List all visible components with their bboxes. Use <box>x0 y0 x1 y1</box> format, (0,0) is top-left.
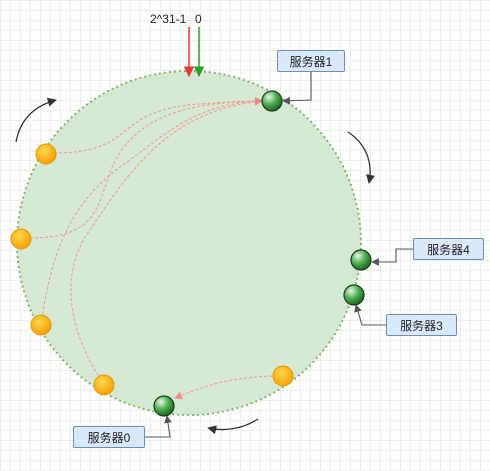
server-node-0 <box>153 395 175 417</box>
clockwise-arrow-top-left <box>15 97 57 143</box>
key-node-5 <box>272 365 294 387</box>
server-4-connector <box>371 248 413 266</box>
server-label-4: 服务器4 <box>413 238 484 260</box>
clockwise-arrow-right <box>347 131 375 184</box>
key-node-3 <box>30 314 52 336</box>
server-label-0: 服务器0 <box>73 426 145 448</box>
mapping-curve-key-4 <box>70 97 263 385</box>
mapping-curve-key-5 <box>174 375 273 400</box>
key-node-4 <box>93 374 115 396</box>
server-node-3 <box>343 284 365 306</box>
key-node-2 <box>10 228 32 250</box>
mapping-curve-key-1 <box>53 97 263 154</box>
server-1-connector <box>282 72 312 105</box>
server-label-3: 服务器3 <box>386 314 457 336</box>
ring-zero-label: 0 <box>195 12 202 26</box>
server-node-4 <box>350 249 372 271</box>
server-label-1: 服务器1 <box>277 50 345 72</box>
server-0-connector <box>145 415 172 438</box>
key-node-1 <box>35 143 57 165</box>
clockwise-arrow-bottom <box>207 418 259 435</box>
server-node-1 <box>261 90 283 112</box>
ring-max-label: 2^31-1 <box>150 12 187 26</box>
server-3-connector <box>354 304 386 326</box>
mapping-curve-key-3 <box>40 97 263 325</box>
